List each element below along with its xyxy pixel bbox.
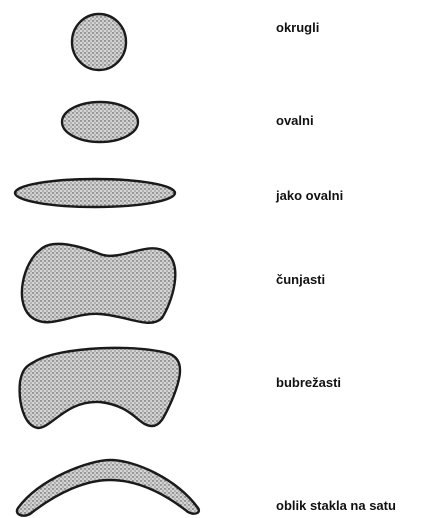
oval-shape <box>62 102 138 142</box>
very-oval-shape <box>15 179 175 207</box>
round-shape <box>72 14 126 70</box>
label-very-oval: jako ovalni <box>276 188 343 204</box>
label-watch-glass: oblik stakla na satu <box>276 498 396 514</box>
label-dumbbell: čunjasti <box>276 272 325 288</box>
watch-glass-shape <box>17 460 199 516</box>
label-oval: ovalni <box>276 113 314 129</box>
label-round: okrugli <box>276 20 319 36</box>
dumbbell-shape <box>22 244 175 323</box>
label-kidney: bubrežasti <box>276 375 341 391</box>
kidney-shape <box>20 348 180 428</box>
